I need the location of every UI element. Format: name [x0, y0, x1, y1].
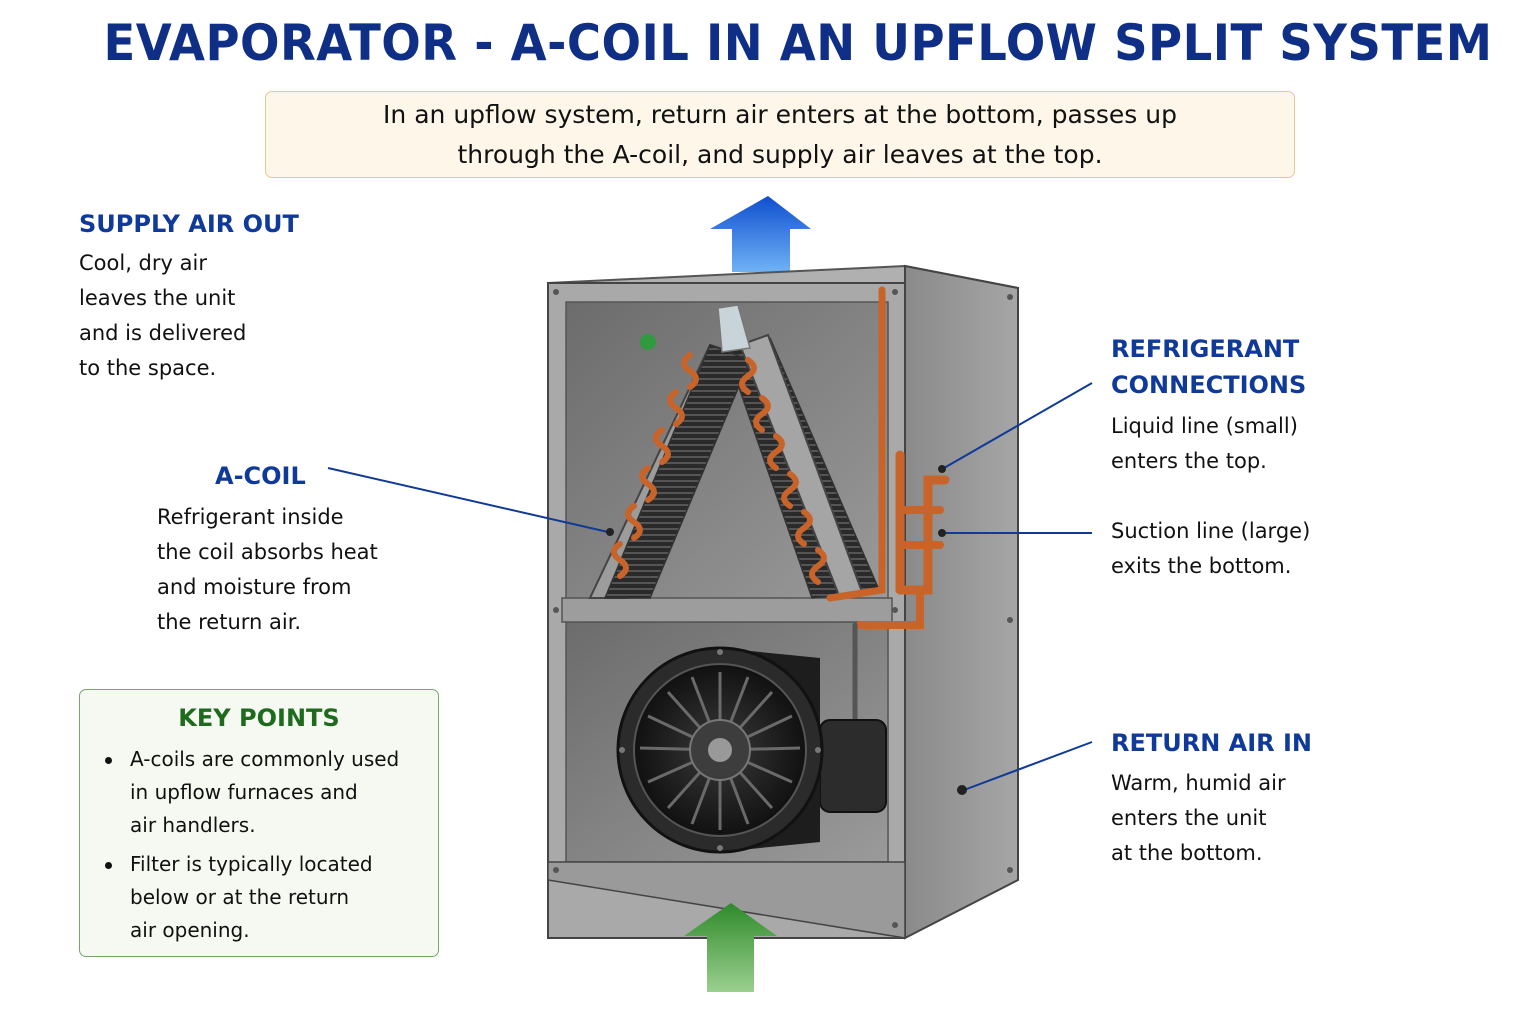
bullet-1-icon — [105, 757, 112, 764]
key-point-1: A-coils are commonly used in upflow furn… — [130, 743, 399, 842]
supply-air-label: SUPPLY AIR OUT — [79, 210, 299, 238]
refrigerant-label-line-2: CONNECTIONS — [1111, 371, 1307, 399]
page-title: EVAPORATOR - A-COIL IN AN UPFLOW SPLIT S… — [103, 14, 1493, 72]
key-point-2-line-1: Filter is typically located — [130, 852, 373, 876]
supply-line-1: Cool, dry air — [79, 251, 207, 275]
key-points-box: KEY POINTS A-coils are commonly used in … — [79, 689, 439, 957]
suction-line-description: Suction line (large) exits the bottom. — [1111, 514, 1310, 584]
intro-line-1: In an upflow system, return air enters a… — [383, 100, 1177, 129]
liquid-line-2: enters the top. — [1111, 449, 1267, 473]
supply-arrow-up-icon — [710, 196, 811, 272]
key-point-1-line-3: air handlers. — [130, 813, 256, 837]
liquid-line-description: Liquid line (small) enters the top. — [1111, 409, 1298, 479]
acoil-line-4: the return air. — [157, 610, 302, 634]
bullet-2-icon — [105, 862, 112, 869]
return-air-description: Warm, humid air enters the unit at the b… — [1111, 766, 1286, 871]
key-point-2-line-2: below or at the return — [130, 885, 350, 909]
suction-line-2: exits the bottom. — [1111, 554, 1292, 578]
return-line-2: enters the unit — [1111, 806, 1267, 830]
leader-lines — [327, 382, 1093, 795]
key-point-1-line-2: in upflow furnaces and — [130, 780, 358, 804]
key-point-2: Filter is typically located below or at … — [130, 848, 373, 947]
acoil-line-3: and moisture from — [157, 575, 352, 599]
supply-air-description: Cool, dry air leaves the unit and is del… — [79, 246, 246, 386]
supply-line-2: leaves the unit — [79, 286, 236, 310]
return-line-1: Warm, humid air — [1111, 771, 1286, 795]
supply-line-3: and is delivered — [79, 321, 247, 345]
suction-line-1: Suction line (large) — [1111, 519, 1311, 543]
key-points-title: KEY POINTS — [178, 704, 340, 732]
copper-piping-icon — [826, 286, 950, 723]
blower-fan-icon — [616, 646, 887, 854]
return-air-label: RETURN AIR IN — [1111, 729, 1313, 757]
acoil-line-2: the coil absorbs heat — [157, 540, 378, 564]
a-coil-description: Refrigerant inside the coil absorbs heat… — [157, 500, 378, 640]
key-point-2-line-3: air opening. — [130, 918, 250, 942]
acoil-line-1: Refrigerant inside — [157, 505, 344, 529]
key-point-1-line-1: A-coils are commonly used — [130, 747, 400, 771]
return-line-3: at the bottom. — [1111, 841, 1263, 865]
intro-box: In an upflow system, return air enters a… — [265, 91, 1295, 178]
return-arrow-up-icon — [684, 903, 777, 992]
supply-line-4: to the space. — [79, 356, 217, 380]
refrigerant-label-line-1: REFRIGERANT — [1111, 335, 1300, 363]
intro-line-2: through the A-coil, and supply air leave… — [457, 140, 1103, 169]
a-coil-label: A-COIL — [215, 462, 306, 490]
liquid-line-1: Liquid line (small) — [1111, 414, 1298, 438]
a-coil-icon — [588, 304, 882, 600]
